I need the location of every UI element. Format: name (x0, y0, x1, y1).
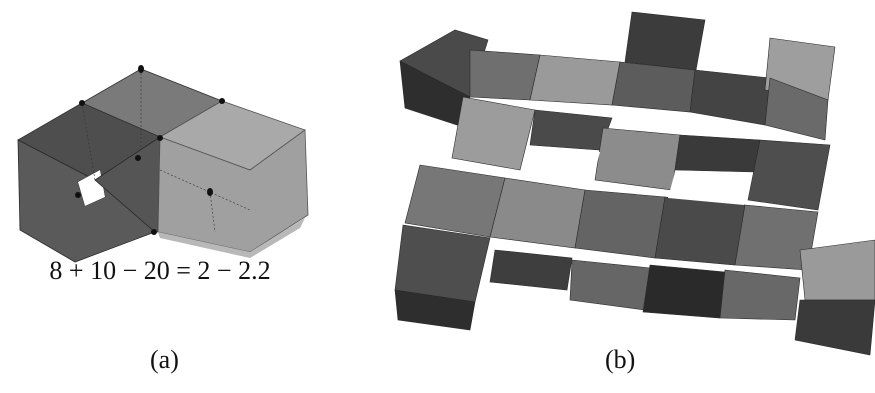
cube-top (611, 61, 696, 113)
cube-top (719, 269, 801, 321)
vertex-point (135, 155, 141, 161)
cube-top (569, 259, 651, 311)
vertex-point (138, 65, 144, 73)
panel-a-right-bottom-face (158, 218, 305, 258)
vertex-point (75, 192, 81, 198)
cube-top (489, 177, 586, 249)
cube-top (747, 139, 831, 211)
panel-a-vertices (75, 65, 225, 235)
panel-a-dotted-lines (81, 69, 251, 233)
cube-top (451, 96, 536, 171)
cube-top (404, 164, 506, 238)
cube-top (642, 264, 726, 319)
cube-top (624, 11, 706, 71)
cube-side (674, 134, 761, 173)
vertex-point (207, 188, 213, 196)
vertex-point (151, 229, 157, 235)
cube-side (529, 109, 613, 151)
cube-top (469, 49, 541, 101)
cube-side (394, 289, 476, 331)
vertex-point (157, 135, 163, 141)
panel-b-caption: (b) (605, 345, 636, 374)
grid-hole (525, 148, 600, 182)
cube-top (394, 224, 491, 303)
cube-side (794, 299, 875, 356)
cube-top (594, 127, 681, 191)
panel-a-equation: 8 + 10 − 20 = 2 − 2.2 (49, 256, 271, 285)
panel-a-surface (17, 65, 309, 263)
cube-top (529, 54, 621, 106)
panel-a-caption: (a) (150, 345, 179, 374)
cube-top (654, 196, 746, 266)
cube-top (689, 69, 771, 126)
vertex-point (219, 98, 225, 104)
cube-top (574, 189, 666, 259)
cube-side (764, 77, 829, 141)
grid-hole (668, 172, 752, 205)
vertex-point (79, 100, 85, 106)
panel-b-cube-grid (394, 11, 875, 356)
cube-top (799, 239, 875, 301)
cube-top (489, 249, 573, 291)
